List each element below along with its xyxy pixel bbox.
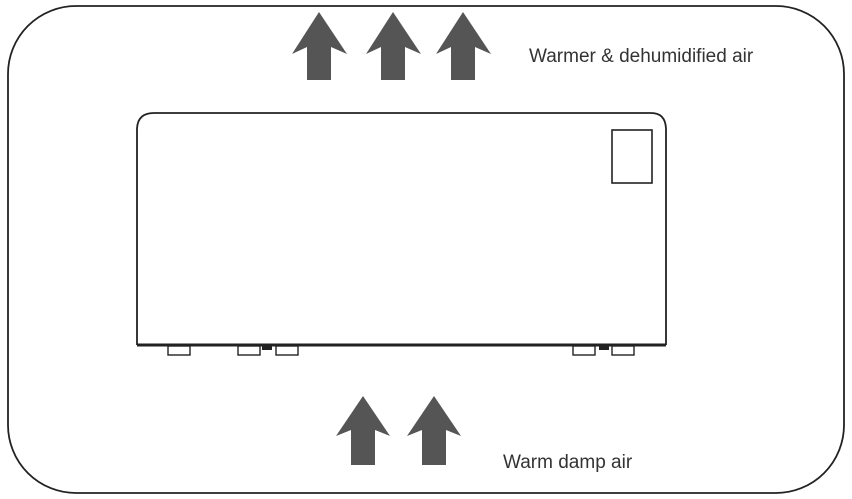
top-arrow-group bbox=[292, 12, 491, 80]
bottom-airflow-label: Warm damp air bbox=[503, 452, 633, 473]
up-arrow-icon bbox=[292, 12, 347, 80]
up-arrow-icon bbox=[366, 12, 421, 80]
up-arrow-icon bbox=[336, 396, 390, 465]
unit-foot bbox=[611, 345, 635, 356]
top-airflow-label: Warmer & dehumidified air bbox=[529, 46, 754, 67]
unit-foot bbox=[275, 345, 299, 356]
unit-feet bbox=[167, 345, 635, 356]
unit-body bbox=[136, 112, 667, 345]
bottom-arrow-group bbox=[336, 396, 461, 465]
unit-foot-connectors bbox=[262, 346, 609, 350]
up-arrow-icon bbox=[407, 396, 461, 465]
up-arrow-icon bbox=[436, 12, 491, 80]
foot-connector bbox=[262, 346, 272, 350]
dehumidifier-unit bbox=[136, 112, 667, 356]
unit-foot bbox=[167, 345, 191, 356]
foot-connector bbox=[599, 346, 609, 350]
control-panel-rectangle bbox=[611, 129, 653, 184]
unit-foot bbox=[237, 345, 261, 356]
unit-foot bbox=[572, 345, 596, 356]
